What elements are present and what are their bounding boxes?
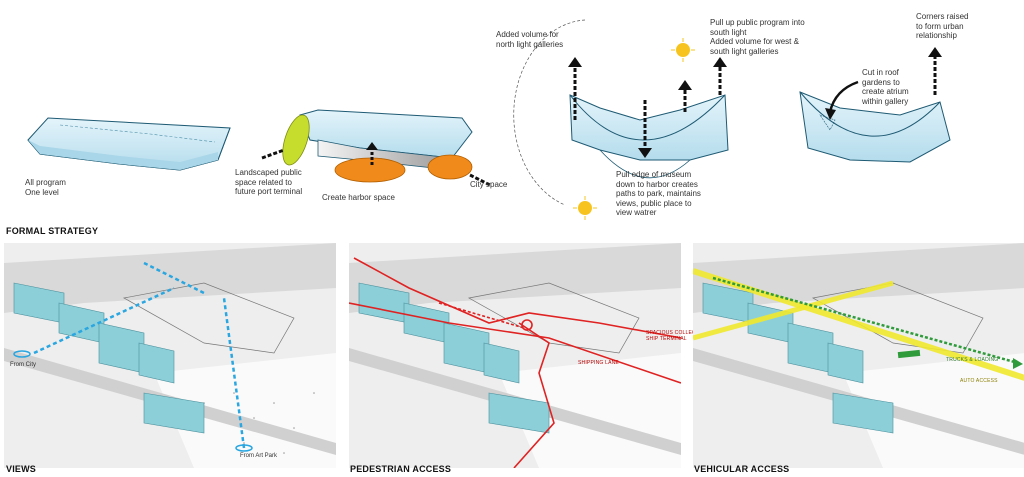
views-panel bbox=[4, 243, 336, 468]
city-label: City space bbox=[470, 180, 508, 189]
landscaped-label: Landscaped public space related to futur… bbox=[235, 168, 303, 196]
vehicular-panel bbox=[693, 243, 1024, 468]
ped-tag-1: Spacious college ship terminal bbox=[646, 330, 700, 342]
buildings bbox=[13, 282, 205, 434]
sun-icon bbox=[573, 196, 597, 220]
pedestrian-title: PEDESTRIAN ACCESS bbox=[350, 464, 452, 474]
view-arrows bbox=[33, 261, 246, 449]
veh-tag-2: Auto access bbox=[960, 378, 998, 384]
formal-strategy-diagrams bbox=[27, 19, 951, 220]
from-art-park-label: From Art Park bbox=[240, 453, 278, 459]
views-title: VIEWS bbox=[6, 464, 37, 474]
pedestrian-paths bbox=[349, 257, 681, 468]
corners-label: Corners raised to form urban relationshi… bbox=[916, 12, 969, 40]
split-volume bbox=[261, 109, 491, 187]
pedestrian-panel bbox=[349, 243, 681, 468]
step1-label: All program One level bbox=[25, 178, 66, 197]
vehicle-routes bbox=[693, 268, 1024, 381]
from-city-label: From City bbox=[10, 362, 36, 368]
sun-icon bbox=[671, 38, 695, 62]
harbor-label: Create harbor space bbox=[322, 193, 395, 202]
vehicular-title: VEHICULAR ACCESS bbox=[694, 464, 790, 474]
roof-label: Cut in roof gardens to create atrium wit… bbox=[862, 68, 909, 106]
curved-volume bbox=[513, 19, 729, 220]
north-light-label: Added volume for north light galleries bbox=[496, 30, 564, 49]
pull-up-label: Pull up public program into south light … bbox=[710, 18, 805, 56]
pull-edge-label: Pull edge of museum down to harbor creat… bbox=[616, 170, 701, 217]
ped-tag-2: Shipping lane bbox=[578, 360, 619, 366]
slab-volume bbox=[27, 117, 231, 171]
raised-corners-volume bbox=[799, 47, 951, 163]
formal-strategy-title: FORMAL STRATEGY bbox=[6, 226, 99, 236]
veh-tag-1: Trucks & loading bbox=[946, 357, 999, 363]
